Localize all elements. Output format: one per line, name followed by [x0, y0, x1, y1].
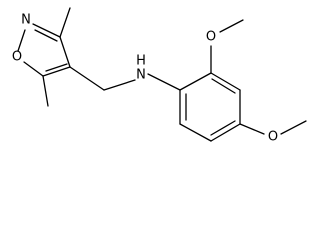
bond-ar-2-3: [210, 72, 241, 91]
bond-ar-5-6: [179, 123, 212, 142]
methoxy-oxygen-top-label: O: [206, 30, 216, 45]
bond-c5-c4: [42, 66, 71, 77]
bond-c4-ch2: [69, 66, 105, 91]
bond-ar-o-bottom: [239, 123, 265, 135]
bond-ring-n-o: [17, 29, 26, 52]
bond-ch2-nh: [103, 79, 136, 91]
bond-o-methyl-bottom: [280, 120, 307, 135]
isoxazole-ring: [17, 23, 71, 77]
bond-ring-o-c5: [23, 61, 44, 77]
amine-h-label: H: [136, 54, 146, 69]
bond-c5-methyl: [42, 75, 49, 107]
benzene-ring: [179, 72, 241, 142]
bond-o-methyl-top: [219, 19, 244, 33]
bond-nh-aryl: [147, 73, 181, 91]
bond-c3-n-double: [34, 29, 58, 42]
bond-c3-n: [32, 23, 61, 38]
amine-nitrogen-label: N: [136, 68, 146, 83]
bond-c4-c3: [59, 36, 71, 68]
molecule-structure: N O H N O O: [12, 7, 307, 145]
bond-ar-4-5-inner: [210, 120, 236, 136]
bond-ar-1-2: [179, 72, 212, 91]
bond-ar-4-5: [210, 123, 241, 142]
ring-oxygen-label: O: [12, 50, 22, 65]
bond-c5-c4-double: [45, 63, 68, 72]
bond-c3-methyl: [59, 7, 71, 38]
bond-ar-2-3-inner: [211, 78, 236, 94]
methoxy-oxygen-bottom-label: O: [268, 130, 278, 145]
ring-nitrogen-label: N: [21, 13, 31, 28]
